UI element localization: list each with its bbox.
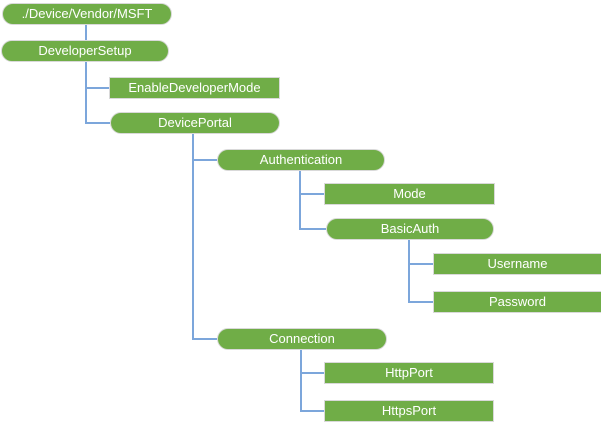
connector-branch-deviceportal — [85, 122, 110, 124]
node-username: Username — [433, 253, 601, 275]
connector-branch-authentication — [192, 159, 217, 161]
node-device-portal: DevicePortal — [110, 112, 280, 134]
node-connection: Connection — [217, 328, 387, 350]
node-https-port: HttpsPort — [324, 400, 494, 422]
node-msft-root: ./Device/Vendor/MSFT — [2, 3, 172, 25]
node-authentication: Authentication — [217, 149, 385, 171]
node-password: Password — [433, 291, 601, 313]
node-http-port: HttpPort — [324, 362, 494, 384]
connector-branch-password — [408, 301, 433, 303]
node-enable-developer-mode: EnableDeveloperMode — [109, 77, 280, 99]
connector-branch-httpsport — [300, 410, 324, 412]
connector-developersetup-trunk — [85, 62, 87, 124]
connector-msft-developersetup — [85, 25, 87, 40]
node-basic-auth: BasicAuth — [326, 218, 494, 240]
connector-branch-enabledevelopermode — [85, 87, 109, 89]
connector-branch-basicauth — [299, 228, 326, 230]
connector-branch-mode — [299, 193, 324, 195]
connector-deviceportal-trunk — [192, 133, 194, 340]
connector-branch-username — [408, 263, 433, 265]
connector-basicauth-trunk — [408, 240, 410, 303]
connector-branch-connection — [192, 338, 217, 340]
node-developer-setup: DeveloperSetup — [1, 40, 169, 62]
connector-authentication-trunk — [299, 170, 301, 230]
connector-branch-httpport — [300, 372, 324, 374]
node-mode: Mode — [324, 183, 495, 205]
connector-connection-trunk — [300, 349, 302, 412]
